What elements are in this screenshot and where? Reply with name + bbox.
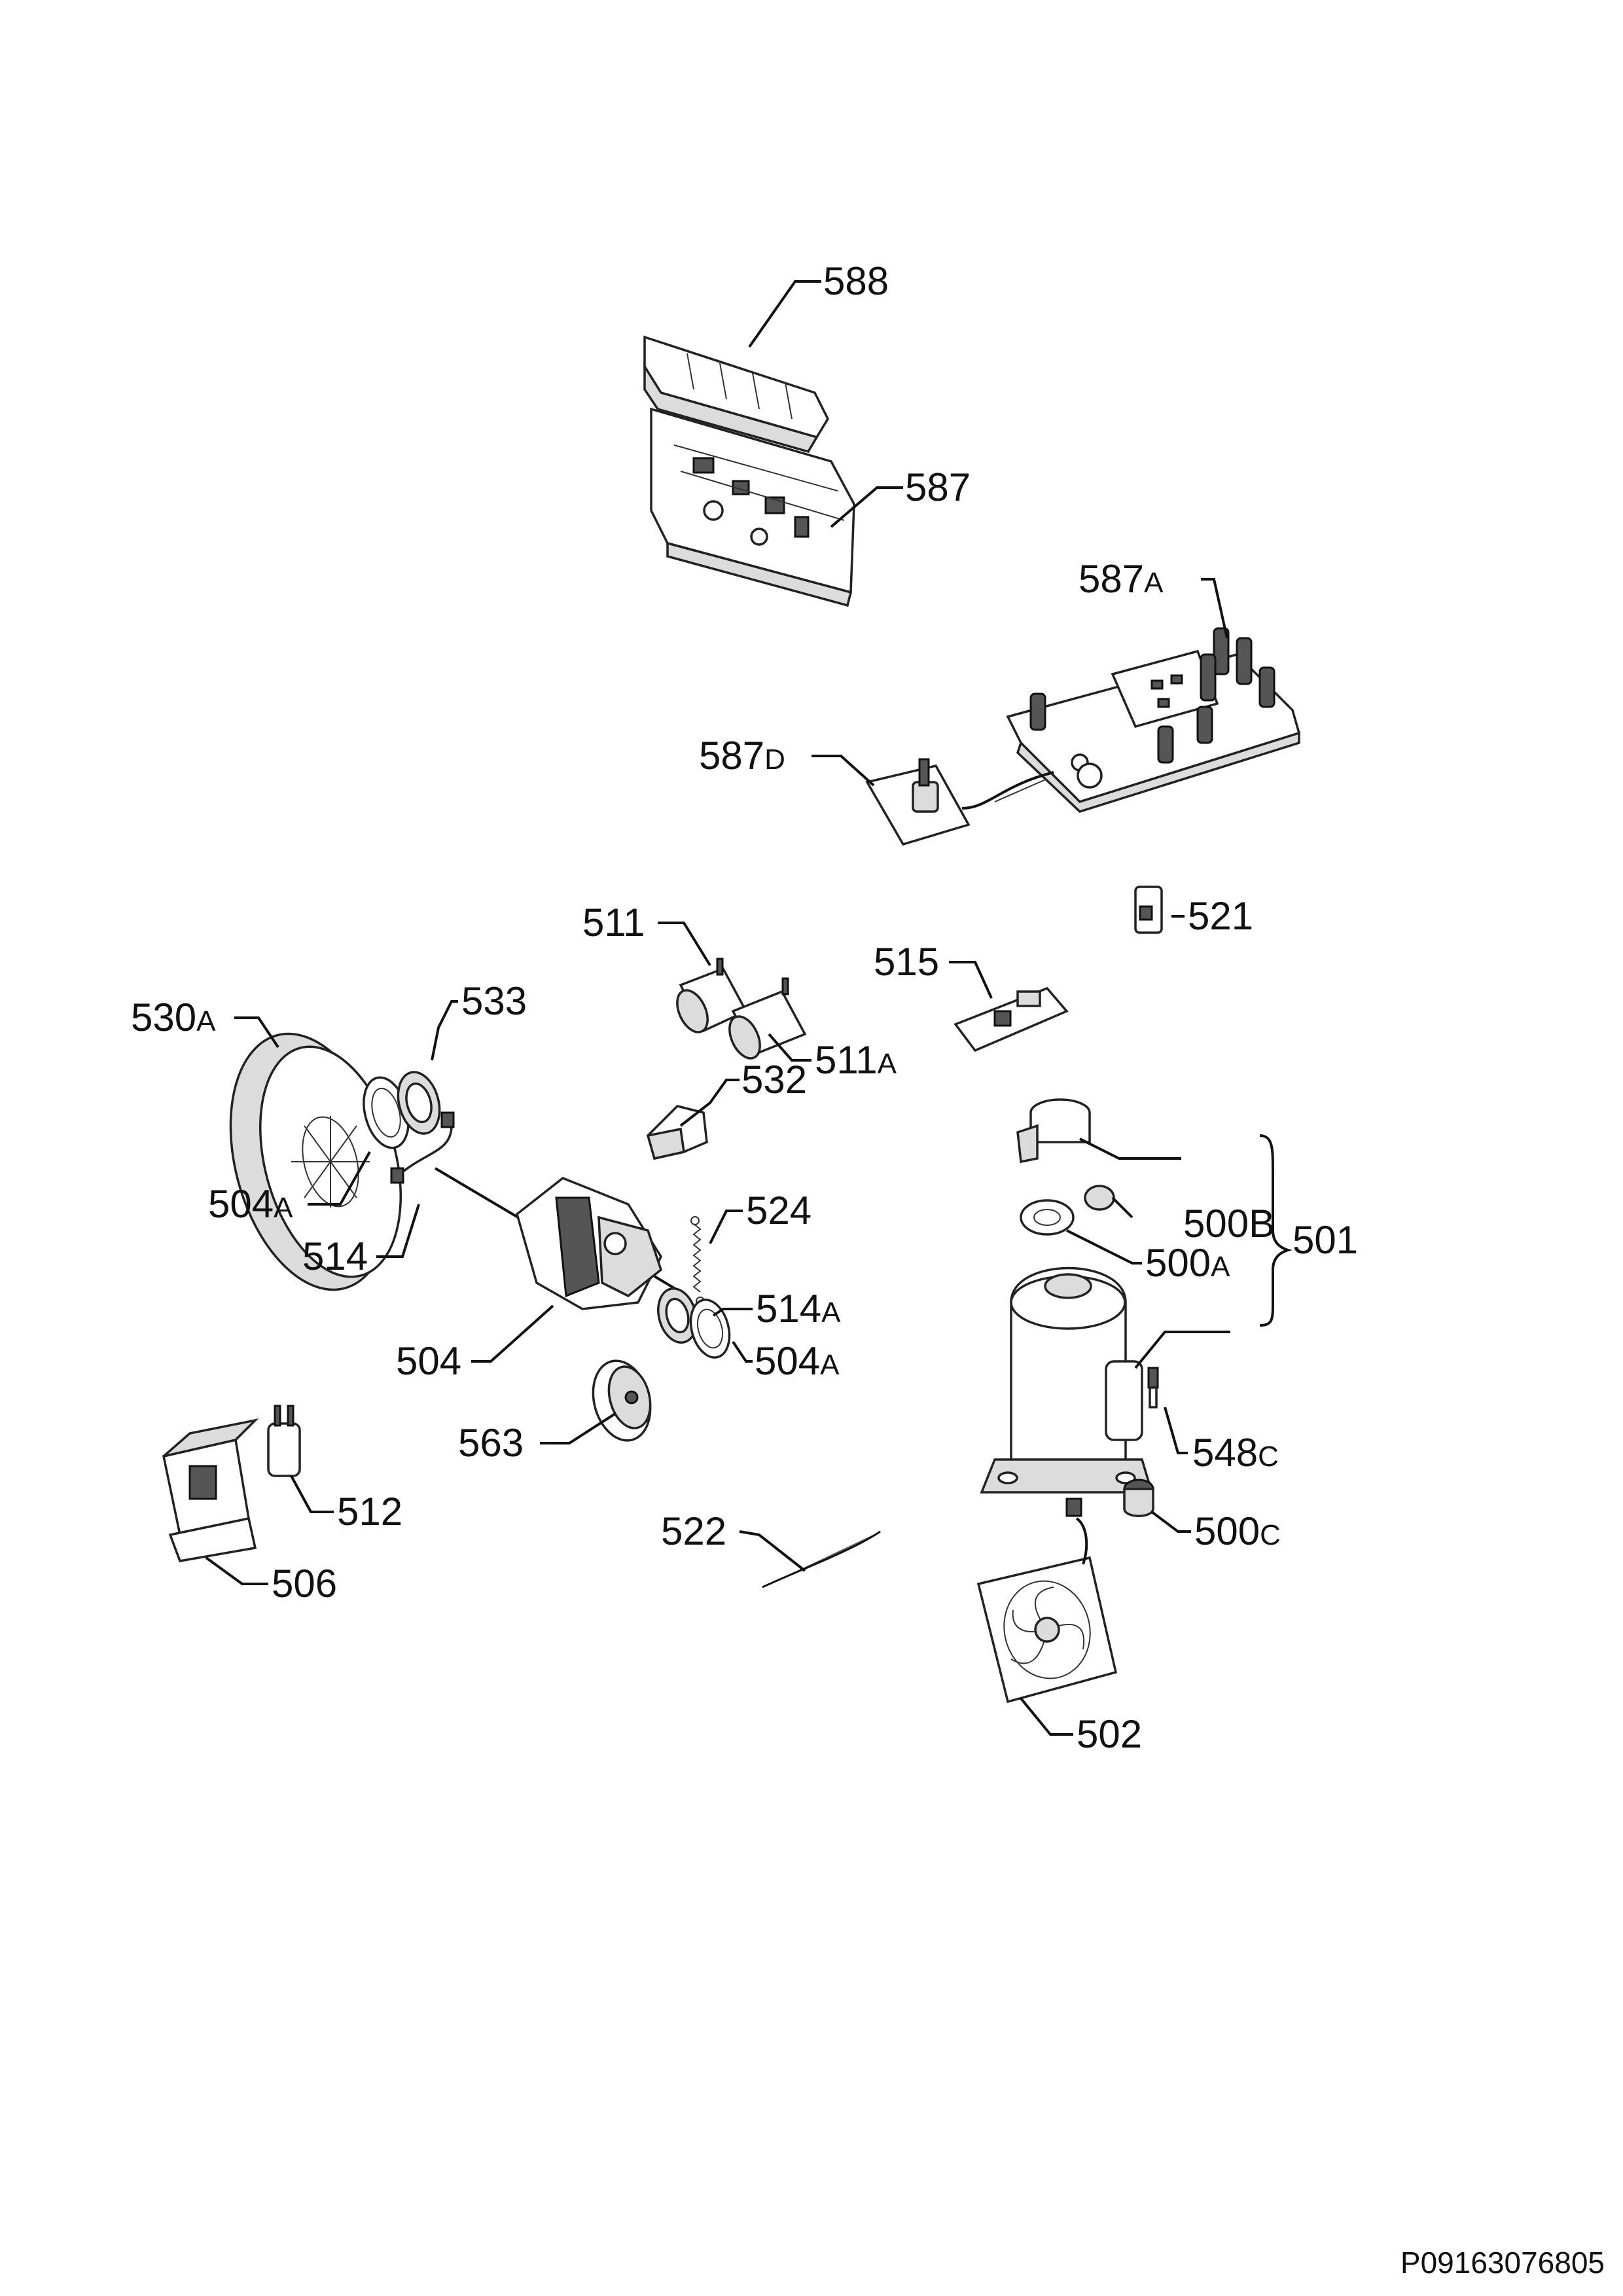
label-504A-left: 504A [208, 1182, 293, 1226]
part-500B-valve-top [1016, 1098, 1115, 1211]
part-587-control-board [650, 407, 855, 607]
label-511A: 511A [815, 1038, 897, 1082]
part-502-cooling-fan [976, 1498, 1118, 1704]
part-588-cover [643, 335, 829, 454]
label-532: 532 [741, 1058, 807, 1102]
part-548C-sensor [1147, 1367, 1159, 1408]
label-515: 515 [874, 940, 939, 984]
label-514: 514 [302, 1234, 368, 1278]
part-504-motor [434, 1167, 688, 1310]
label-512: 512 [337, 1490, 402, 1534]
label-521: 521 [1188, 894, 1253, 938]
label-587D: 587D [699, 734, 785, 778]
label-524: 524 [746, 1189, 812, 1232]
label-504: 504 [396, 1339, 461, 1383]
leader-lines [205, 280, 1293, 1736]
label-533: 533 [461, 979, 527, 1023]
label-514A: 514A [756, 1287, 841, 1331]
label-506: 506 [272, 1562, 337, 1605]
part-563-pulley [592, 1359, 652, 1442]
callout-labels: 588 587 587A 587D 511 521 515 530A 533 5… [131, 259, 1358, 1756]
part-587D-selector-board [865, 758, 1054, 846]
label-522: 522 [661, 1509, 726, 1553]
label-587: 587 [905, 465, 971, 509]
document-number: P09163076805 [1400, 2246, 1605, 2280]
label-588: 588 [823, 259, 889, 303]
label-502: 502 [1077, 1712, 1142, 1756]
part-532-bracket [646, 1105, 708, 1160]
part-500A-gasket [1020, 1199, 1075, 1236]
label-500C: 500C [1194, 1509, 1281, 1553]
label-548C: 548C [1192, 1431, 1279, 1475]
label-504A-right: 504A [755, 1339, 840, 1383]
label-500B: 500B [1183, 1202, 1275, 1246]
part-533-clamp [390, 1111, 455, 1184]
label-563: 563 [458, 1421, 524, 1465]
label-587A: 587A [1079, 557, 1164, 601]
label-511: 511 [582, 901, 645, 944]
part-514-bearing-left [397, 1071, 441, 1135]
part-521-clip [1134, 886, 1163, 934]
part-522-strip [762, 1530, 881, 1588]
part-511A-capacitor [728, 977, 807, 1060]
label-500A: 500A [1145, 1241, 1230, 1285]
part-500C-grommet [1123, 1479, 1154, 1517]
part-587A-display-board [1006, 627, 1301, 813]
part-524-spring [690, 1216, 705, 1306]
part-504A-seal-right [689, 1299, 731, 1359]
part-515-sensor [954, 986, 1069, 1052]
label-501: 501 [1293, 1218, 1358, 1262]
label-530A: 530A [131, 996, 216, 1039]
part-compressor-body [980, 1266, 1154, 1494]
part-512-capacitor [267, 1405, 301, 1477]
part-506-pump [162, 1418, 259, 1562]
